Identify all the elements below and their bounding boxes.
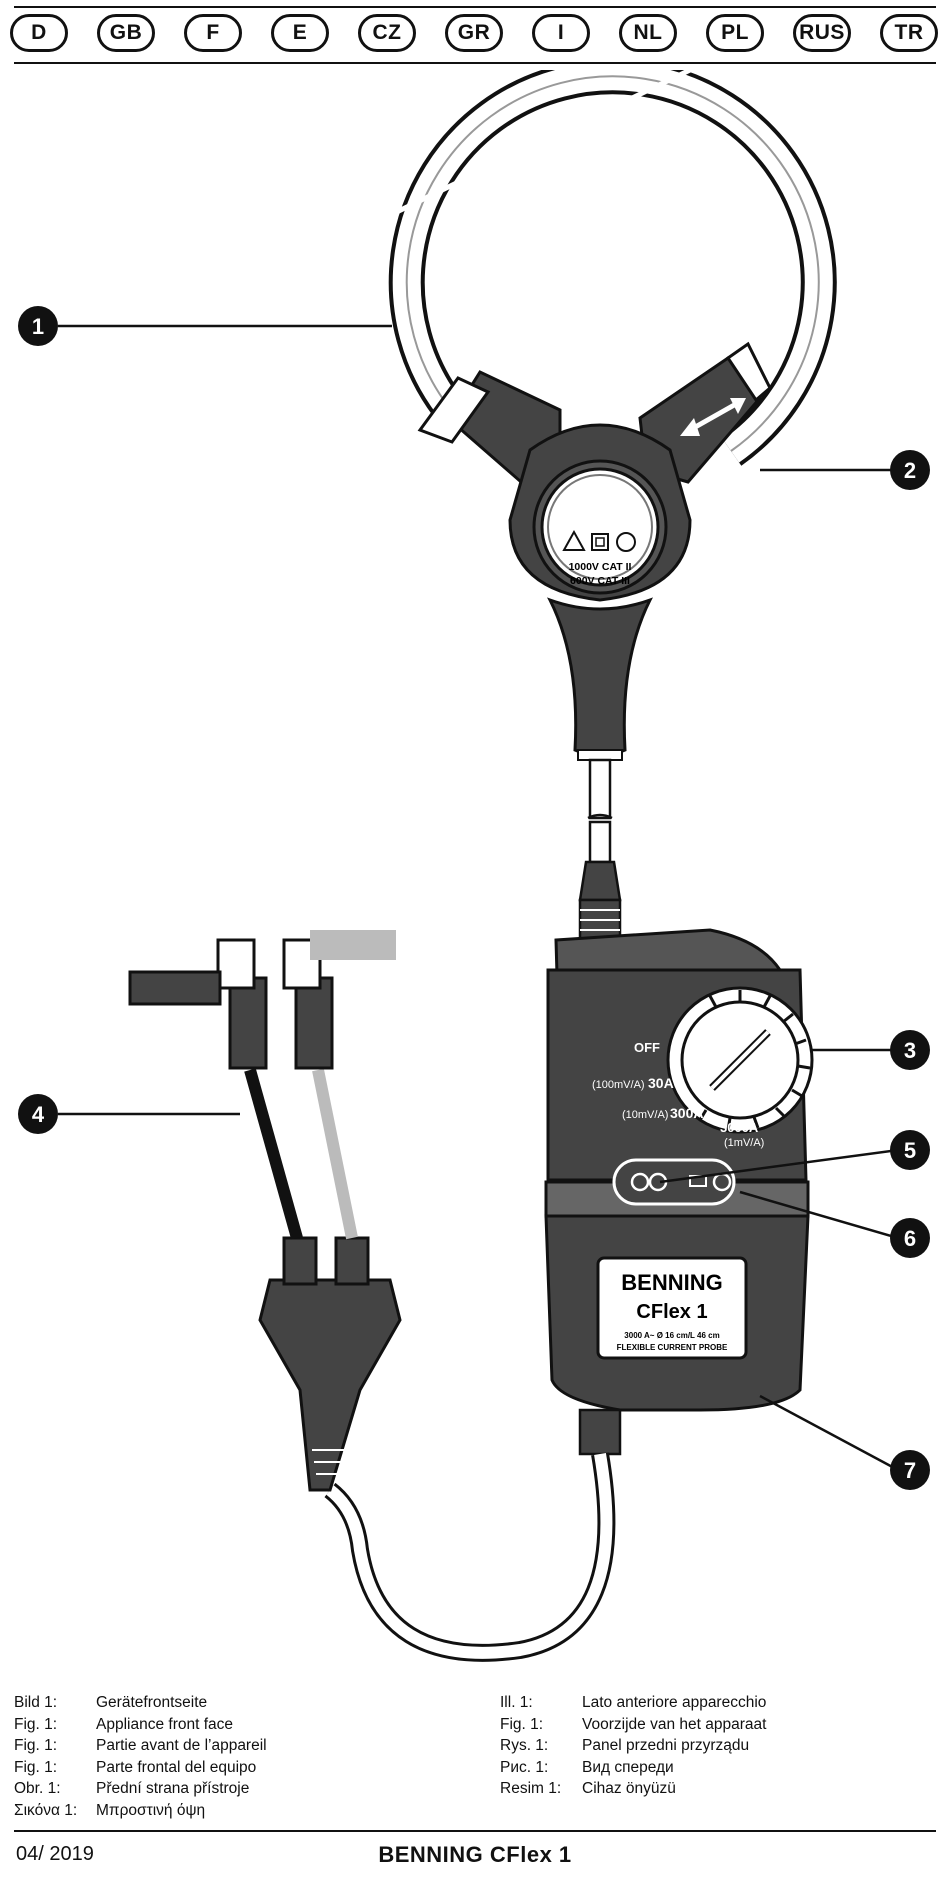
callout-3: 3 <box>890 1030 930 1070</box>
top-rule <box>14 6 936 8</box>
dial-300a-scale: (10mV/A) <box>622 1109 668 1121</box>
lang-tab-f[interactable]: F <box>184 14 242 52</box>
svg-text:4: 4 <box>32 1102 45 1127</box>
caption-row: Rys. 1:Panel przedni przyrządu <box>500 1737 750 1755</box>
caption-row: Bild 1:Gerätefrontseite <box>14 1694 208 1711</box>
callout-1: 1 <box>18 306 58 346</box>
header-rule <box>14 62 936 64</box>
callout-5: 5 <box>890 1130 930 1170</box>
label-model: CFlex 1 <box>636 1301 707 1323</box>
probe-head: 1000V CAT II 600V CAT III <box>508 423 692 602</box>
svg-text:2: 2 <box>904 458 916 483</box>
caption-right: Ill. 1:Lato anteriore apparecchio Fig. 1… <box>500 1692 766 1800</box>
svg-text:3: 3 <box>904 1038 916 1063</box>
probe-rating-1: 1000V CAT II <box>569 561 632 573</box>
caption-row: Fig. 1:Voorzijde van het apparaat <box>500 1715 767 1733</box>
svg-text:7: 7 <box>904 1458 916 1483</box>
flex-coil <box>388 70 837 466</box>
label-description: FLEXIBLE CURRENT PROBE <box>617 1343 728 1352</box>
lang-tab-tr[interactable]: TR <box>880 14 938 52</box>
probe-handle <box>546 597 654 762</box>
caption-row: Рис. 1:Вид спереди <box>500 1758 674 1776</box>
caption-row: Resim 1:Cihaz önyüzü <box>500 1780 676 1798</box>
lang-tab-nl[interactable]: NL <box>619 14 677 52</box>
callout-2: 2 <box>890 450 930 490</box>
caption-row: Fig. 1:Partie avant de l’appareil <box>14 1737 267 1755</box>
caption-row: Obr. 1:Přední strana přístroje <box>14 1780 250 1798</box>
dial-3000a-label: 3000A <box>720 1120 759 1135</box>
probe-rating-2: 600V CAT III <box>570 575 630 587</box>
svg-text:5: 5 <box>904 1138 916 1163</box>
lang-tab-cz[interactable]: CZ <box>358 14 416 52</box>
lang-tab-d[interactable]: D <box>10 14 68 52</box>
lang-tab-gr[interactable]: GR <box>445 14 503 52</box>
caption-row: Fig. 1:Appliance front face <box>14 1715 234 1733</box>
footer: 04/ 2019 BENNING CFlex 1 <box>14 1836 936 1880</box>
lang-tab-i[interactable]: I <box>532 14 590 52</box>
callout-lines <box>58 324 899 1472</box>
label-brand: BENNING <box>621 1270 722 1295</box>
footer-title: BENNING CFlex 1 <box>378 1842 572 1867</box>
caption-row: Ill. 1:Lato anteriore apparecchio <box>500 1694 767 1711</box>
product-label: BENNING CFlex 1 3000 A~ Ø 16 cm/L 46 cm … <box>596 1256 748 1360</box>
callout-6: 6 <box>890 1218 930 1258</box>
lang-tab-gb[interactable]: GB <box>97 14 155 52</box>
dial-3000a-scale: (1mV/A) <box>724 1137 764 1149</box>
cable-lower <box>324 1408 622 1662</box>
lang-tab-rus[interactable]: RUS <box>793 14 851 52</box>
callout-7: 7 <box>890 1450 930 1490</box>
lang-tab-e[interactable]: E <box>271 14 329 52</box>
open-close-arrow-icon <box>0 70 746 436</box>
dial-300a-label: 300A <box>670 1105 703 1121</box>
dial-off-label: OFF <box>634 1040 660 1055</box>
rotary-switch: OFF (100mV/A) 30A (10mV/A) 300A 3000A (1… <box>592 986 814 1149</box>
caption-left: Bild 1:Gerätefrontseite Fig. 1:Appliance… <box>14 1692 267 1822</box>
footer-date: 04/ 2019 <box>16 1843 94 1865</box>
device-illustration: 1000V CAT II 600V CAT III <box>0 70 930 1662</box>
callout-4: 4 <box>18 1094 58 1134</box>
test-leads <box>128 930 402 1492</box>
svg-text:6: 6 <box>904 1226 916 1251</box>
dial-30a-scale: (100mV/A) <box>592 1079 645 1091</box>
caption-row: Σικόνα 1:Μπροστινή όψη <box>14 1801 206 1819</box>
footer-rule <box>14 1830 936 1832</box>
svg-text:1: 1 <box>32 314 44 339</box>
label-spec: 3000 A~ Ø 16 cm/L 46 cm <box>624 1331 719 1340</box>
caption-row: Fig. 1:Parte frontal del equipo <box>14 1758 257 1776</box>
language-bar: D GB F E CZ GR I NL PL RUS TR <box>10 14 940 54</box>
cable-upper <box>578 758 622 942</box>
dial-30a-label: 30A <box>648 1075 674 1091</box>
lang-tab-pl[interactable]: PL <box>706 14 764 52</box>
